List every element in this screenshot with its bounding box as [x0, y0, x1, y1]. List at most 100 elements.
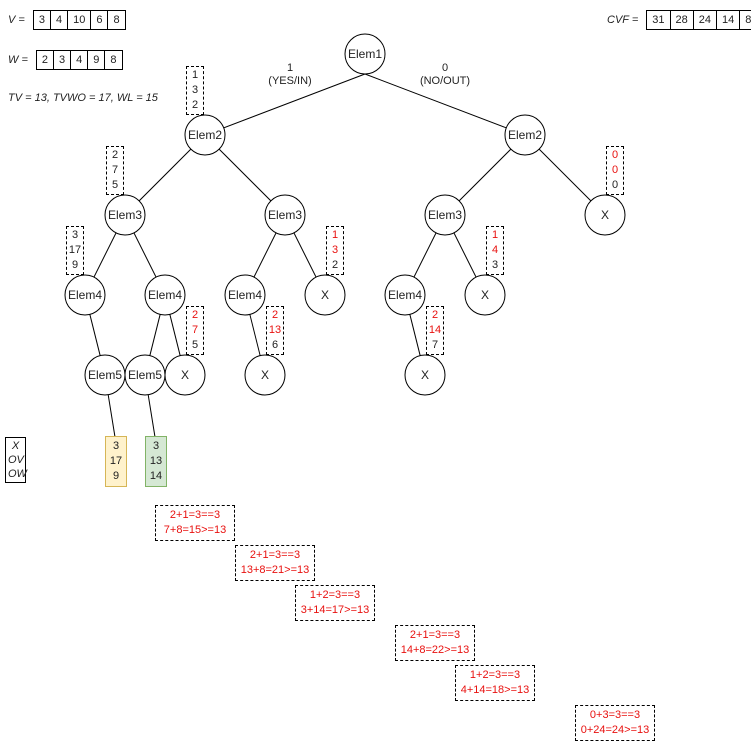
node-root: [344, 33, 386, 75]
value-box-cell: 4: [491, 244, 499, 256]
node-label-llrr-x: X: [181, 368, 189, 382]
value-box-8: 2 13 6: [266, 306, 284, 355]
value-box-cell: 0: [611, 149, 619, 161]
no-edge-number: 0: [441, 62, 449, 74]
final-box-1: 3 17 9: [105, 436, 127, 487]
node-label-rlll-x: X: [421, 368, 429, 382]
node-lrl-elem4: [224, 274, 266, 316]
node-label-lrl-elem4: Elem4: [228, 288, 262, 302]
node-label-rll-elem4: Elem4: [388, 288, 422, 302]
calc-box-2: 2+1=3==3 13+8=21>=13: [235, 545, 315, 581]
value-box-cell: 1: [191, 69, 199, 81]
value-box-cell: 0: [611, 164, 619, 176]
calc-box-1: 2+1=3==3 7+8=15>=13: [155, 505, 235, 541]
node-l-elem2: [184, 114, 226, 156]
node-label-r-elem2: Elem2: [508, 128, 542, 142]
value-box-cell: 7: [191, 324, 199, 336]
node-rlr-x: [464, 274, 506, 316]
w-cell: 2: [37, 51, 54, 69]
node-rl-elem3: [424, 194, 466, 236]
w-array: W = 2 3 4 9 8: [8, 50, 123, 70]
wl-text: WL = 15: [116, 92, 158, 104]
legend-item: OW: [8, 468, 27, 480]
value-box-cell: 17: [68, 244, 82, 256]
node-lrr-x: [304, 274, 346, 316]
v-array-label: V =: [8, 14, 25, 26]
value-box-cell: 3: [331, 244, 339, 256]
v-cell: 8: [113, 14, 120, 26]
edge: [204, 73, 366, 136]
node-rlll-x: [404, 354, 446, 396]
calc-line: 1+2=3==3: [469, 669, 521, 681]
node-llrr-x: [164, 354, 206, 396]
legend-item: X: [11, 440, 20, 452]
node-rr-x: [584, 194, 626, 236]
calc-box-6: 0+3=3==3 0+24=24>=13: [575, 705, 655, 741]
node-lll-elem4: [64, 274, 106, 316]
w-array-label: W =: [8, 54, 28, 66]
value-box-cell: 3: [491, 259, 499, 271]
node-lrll-x: [244, 354, 286, 396]
calc-line: 14+8=22>=13: [400, 644, 470, 656]
value-box-cell: 3: [71, 229, 79, 241]
yes-edge-label: 1 (YES/IN): [255, 62, 325, 88]
calc-line: 2+1=3==3: [169, 509, 221, 521]
node-llr-elem4: [144, 274, 186, 316]
calc-line: 3+14=17>=13: [300, 604, 370, 616]
node-label-lr-elem3: Elem3: [268, 208, 302, 222]
cvf-cell: 31: [647, 11, 671, 29]
value-box-9: 2 14 7: [426, 306, 444, 355]
v-array-cells: 3 4 10 6 8: [32, 10, 126, 30]
value-box-cell: 7: [431, 339, 439, 351]
value-box-cell: 2: [191, 99, 199, 111]
node-label-rr-x: X: [601, 208, 609, 222]
calc-box-4: 2+1=3==3 14+8=22>=13: [395, 625, 475, 661]
value-box-6: 1 4 3: [486, 226, 504, 275]
value-box-cell: 6: [271, 339, 279, 351]
value-box-cell: 2: [111, 149, 119, 161]
v-cell: 4: [51, 11, 69, 29]
value-box-cell: 5: [111, 179, 119, 191]
cvf-cell: 28: [671, 11, 694, 29]
final-box-2: 3 13 14: [145, 436, 167, 487]
value-box-cell: 2: [271, 309, 279, 321]
node-r-elem2: [504, 114, 546, 156]
value-box-cell: 2: [431, 309, 439, 321]
cvf-array-cells: 31 28 24 14 8: [646, 10, 751, 30]
calc-box-5: 1+2=3==3 4+14=18>=13: [455, 665, 535, 701]
totals-line: TV = 13, TVWO = 17, WL = 15: [8, 92, 166, 104]
node-label-llll-elem5: Elem5: [88, 368, 122, 382]
value-box-cell: 3: [191, 84, 199, 96]
value-box-2: 2 7 5: [106, 146, 124, 195]
node-label-root: Elem1: [348, 47, 382, 61]
calc-line: 0+24=24>=13: [580, 724, 650, 736]
value-box-5: 0 0 0: [606, 146, 624, 195]
cvf-cell: 8: [745, 14, 751, 26]
legend-box: X OV OW: [5, 437, 27, 483]
final-box-cell: 9: [112, 470, 120, 482]
calc-box-3: 1+2=3==3 3+14=17>=13: [295, 585, 375, 621]
calc-line: 2+1=3==3: [409, 629, 461, 641]
cvf-array-label: CVF =: [607, 14, 639, 26]
value-box-cell: 1: [331, 229, 339, 241]
calc-line: 2+1=3==3: [249, 549, 301, 561]
node-label-l-elem2: Elem2: [188, 128, 222, 142]
final-box-cell: 14: [149, 470, 163, 482]
node-label-rlr-x: X: [481, 288, 489, 302]
cvf-cell: 14: [717, 11, 741, 29]
value-box-4: 1 3 2: [326, 226, 344, 275]
calc-line: 4+14=18>=13: [460, 684, 530, 696]
tree-node-labels: Elem1 Elem2 Elem2 Elem3 Elem3 Elem3 X El…: [68, 47, 609, 382]
calc-line: 0+3=3==3: [589, 709, 641, 721]
value-box-cell: 0: [611, 179, 619, 191]
edge: [364, 73, 526, 136]
final-box-cell: 3: [152, 440, 160, 452]
node-label-rl-elem3: Elem3: [428, 208, 462, 222]
node-lr-elem3: [264, 194, 306, 236]
final-box-cell: 17: [109, 455, 123, 467]
node-ll-elem3: [104, 194, 146, 236]
yes-edge-text: (YES/IN): [268, 75, 312, 87]
value-box-cell: 9: [71, 259, 79, 271]
value-box-7: 2 7 5: [186, 306, 204, 355]
